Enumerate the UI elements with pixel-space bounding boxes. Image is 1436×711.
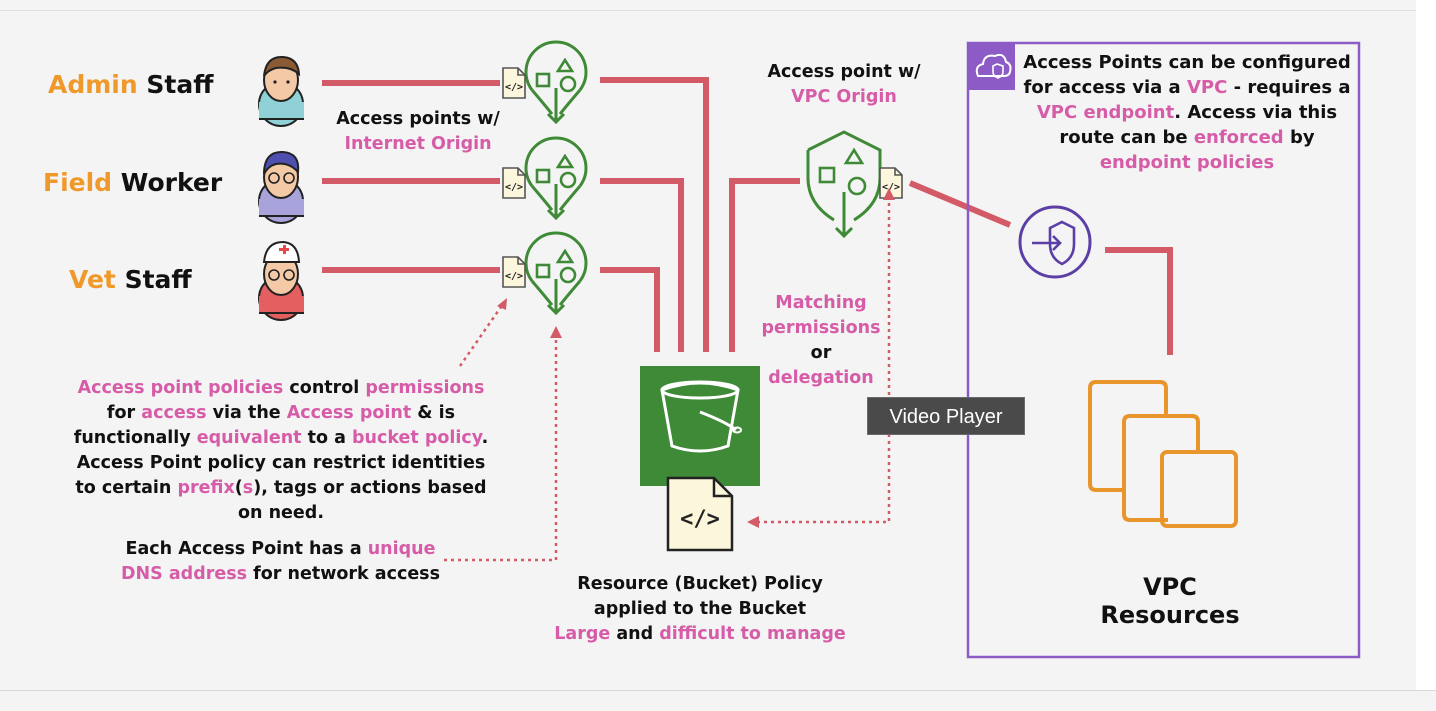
svg-text:</>: </> (680, 507, 720, 532)
vpc-access-point-icon (806, 130, 882, 239)
ap-policy-doc-field-icon (502, 167, 526, 199)
connector-lines (322, 77, 1173, 355)
access-point-field-icon (524, 136, 588, 220)
access-point-admin-icon (524, 40, 588, 124)
internet-origin-label: Access points w/ Internet Origin (336, 109, 500, 154)
field-worker-avatar (258, 150, 304, 224)
vpc-boundary (966, 41, 1361, 659)
admin-staff-avatar (258, 55, 304, 127)
bottom-frame (0, 690, 1436, 711)
vet-staff-avatar (258, 240, 304, 321)
vpc-resources-title: VPC Resources (1100, 573, 1240, 629)
s3-bucket-icon (640, 366, 760, 486)
admin-staff-label: Admin Staff (48, 70, 214, 99)
access-point-policy-note: Access point policies control permission… (73, 378, 489, 523)
dotted-arrows (444, 196, 891, 562)
top-frame (0, 0, 1416, 11)
access-point-vet-icon (524, 231, 588, 315)
field-worker-label: Field Worker (43, 168, 223, 197)
vpc-origin-label: Access point w/ VPC Origin (767, 62, 921, 107)
vpc-resources-icon (1088, 380, 1238, 528)
arrow-heads (497, 188, 895, 528)
vpc-endpoint-icon (1018, 205, 1092, 279)
vpc-cloud-icon (968, 43, 1015, 90)
ap-policy-doc-admin-icon (502, 67, 526, 99)
video-player-tooltip: Video Player (867, 397, 1025, 435)
dns-address-note: Each Access Point has a unique DNS addre… (120, 539, 441, 584)
bucket-policy-label: Resource (Bucket) Policy applied to the … (554, 574, 846, 644)
right-frame (1416, 0, 1436, 690)
bucket-policy-document-icon: </> (666, 476, 734, 552)
ap-policy-doc-vet-icon (502, 256, 526, 288)
matching-permissions-label: Matching permissions or delegation (761, 293, 881, 388)
vet-staff-label: Vet Staff (69, 265, 192, 294)
vpc-note: Access Points can be configured for acce… (1023, 52, 1351, 173)
